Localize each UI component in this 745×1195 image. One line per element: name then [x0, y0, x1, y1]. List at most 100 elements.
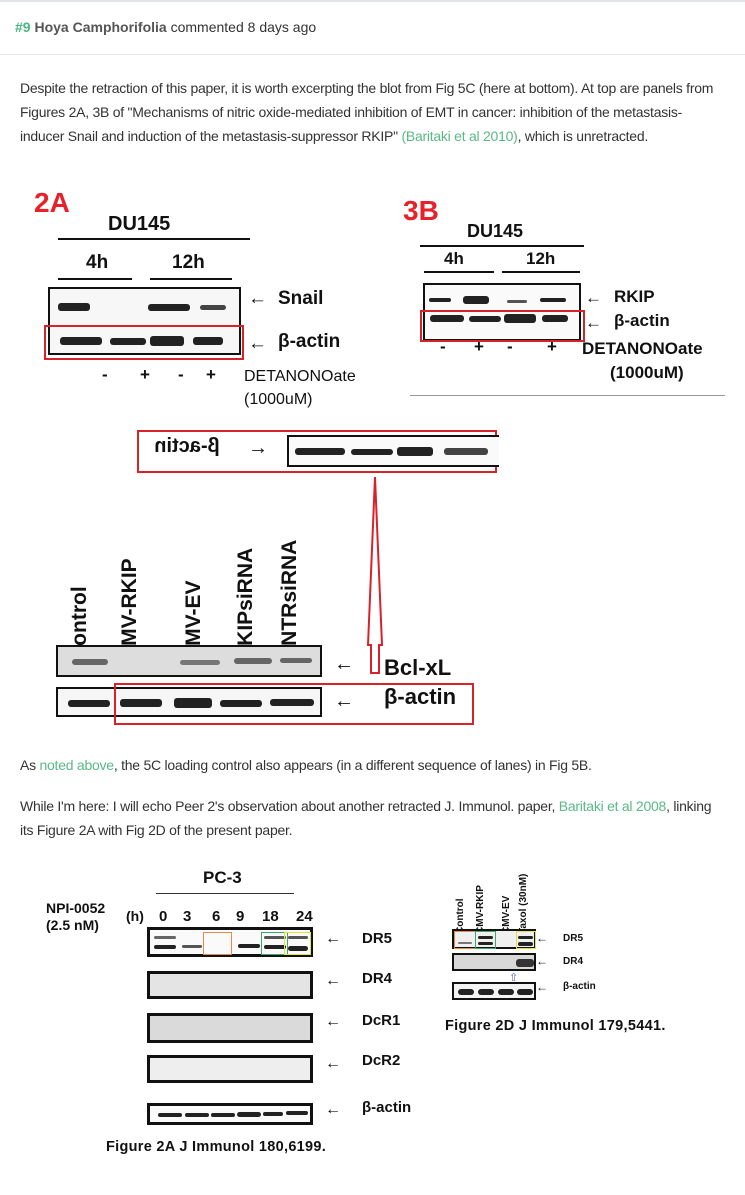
arrow-left-icon: ← [248, 288, 267, 309]
sign: + [140, 365, 150, 384]
panel-2a-time-4h: 4h [86, 252, 109, 273]
dcr2-blot [147, 1055, 313, 1083]
divider [156, 893, 294, 894]
panel-2a-cell-line: DU145 [108, 213, 171, 235]
panel-2a-label: 2A [34, 187, 70, 218]
comment-paragraph-2: As noted above, the 5C loading control a… [20, 753, 720, 777]
sign: - [102, 365, 108, 384]
panel-3b-blot [423, 283, 581, 341]
panel-2a-time-12h: 12h [172, 252, 205, 273]
panel-3b-row-rkip: RKIP [614, 287, 655, 306]
text: Despite the retraction of this paper, it… [20, 80, 714, 144]
comment-time[interactable]: 8 days ago [247, 19, 317, 35]
dcr1-blot [147, 1013, 313, 1043]
dr4-blot [147, 971, 313, 999]
noted-above-link[interactable]: noted above [39, 757, 114, 773]
panel-3b-time-4h: 4h [444, 249, 464, 268]
text: While I'm here: I will echo Peer 2's obs… [20, 798, 559, 814]
arrow-left-icon: ← [325, 1013, 341, 1030]
drug-label: NPI-0052 [46, 900, 106, 916]
dr5-blot [147, 927, 313, 957]
arrow-left-icon: ← [325, 1101, 341, 1118]
caption-fig-2a: Figure 2A J Immunol 180,6199. [106, 1139, 327, 1155]
arrow-left-icon: ← [536, 954, 548, 968]
panel-2a-row-actin: β-actin [278, 331, 341, 352]
panel-3b-cell-line: DU145 [467, 221, 524, 241]
actin-5c-blot [56, 687, 322, 717]
up-arrow-icon [366, 476, 384, 674]
time-3: 3 [183, 908, 192, 925]
actin-blot-right [452, 982, 536, 1000]
divider [58, 278, 132, 280]
panel-3b-treatment: DETANONOate [582, 339, 703, 358]
dose-label: (2.5 nM) [46, 917, 99, 933]
comparison-figure-1: 2A DU145 4h 12h ← Snail ← β-actin - + - … [20, 185, 730, 740]
panel-2a-row-snail: Snail [278, 288, 324, 309]
highlight-box [420, 310, 585, 342]
panel-3b-time-12h: 12h [526, 249, 556, 268]
arrow-left-icon: ← [585, 288, 602, 307]
row-actin-left: β-actin [362, 1099, 412, 1116]
divider [150, 278, 232, 280]
sign: + [206, 365, 216, 384]
caption-fig-2d: Figure 2D J Immunol 179,5441. [445, 1018, 666, 1034]
sign: - [507, 337, 513, 356]
row-dr5: DR5 [362, 930, 393, 947]
lane-label-taxol: Taxol (30nM) [518, 873, 529, 934]
divider [502, 271, 580, 273]
comment-paragraph-3: While I'm here: I will echo Peer 2's obs… [20, 794, 720, 842]
sign: + [547, 337, 557, 356]
comment-author-link[interactable]: Hoya Camphorifolia [34, 19, 167, 35]
divider [58, 238, 250, 240]
arrow-left-icon: ← [325, 972, 341, 989]
sign: - [440, 337, 446, 356]
row-actin-right: β-actin [563, 981, 596, 992]
baritaki-2008-link[interactable]: Baritaki et al 2008 [558, 798, 667, 814]
arrow-left-icon: ← [334, 653, 354, 675]
lane-label-cntrsirna: CNTRsiRNA [278, 539, 301, 661]
time-unit: (h) [126, 908, 144, 924]
row-dcr2: DcR2 [362, 1052, 401, 1069]
time-9: 9 [236, 908, 245, 925]
time-0: 0 [159, 908, 168, 925]
bclxl-row-label: Bcl-xL [384, 655, 452, 680]
text: , the 5C loading control also appears (i… [113, 757, 592, 773]
comment-header: #9 Hoya Camphorifolia commented 8 days a… [0, 2, 745, 55]
mirrored-actin-blot [287, 435, 499, 467]
baritaki-2010-link[interactable]: (Baritaki et al 2010) [401, 128, 518, 144]
panel-2a-treatment: DETANONOate [244, 368, 356, 385]
comparison-figure-2: PC-3 NPI-0052 (2.5 nM) (h) 0 3 6 9 18 24… [0, 855, 745, 1185]
divider [420, 245, 584, 247]
panel-3b-row-actin: β-actin [614, 311, 670, 330]
up-arrow-icon: ⇧ [509, 972, 519, 984]
panel-2a-dose: (1000uM) [244, 391, 313, 408]
time-18: 18 [262, 908, 279, 925]
dr4-blot-right [452, 953, 536, 971]
arrow-left-icon: ← [325, 1055, 341, 1072]
panel-2a-blot [48, 287, 241, 355]
highlight-box [44, 325, 244, 360]
sign: - [178, 365, 184, 384]
row-dcr1: DcR1 [362, 1012, 401, 1029]
lane-label-cmv-rkip: CMV-RKIP [475, 885, 486, 934]
arrow-left-icon: ← [536, 931, 548, 945]
mirrored-actin-label: β-actin [154, 435, 220, 457]
time-24: 24 [296, 908, 313, 925]
comment-action: commented [170, 19, 244, 35]
row-dr4-right: DR4 [563, 956, 584, 967]
actin-blot-left [147, 1103, 313, 1125]
text: , linking its Figure 2A with Fig 2D of t… [20, 798, 712, 838]
divider [424, 271, 494, 273]
arrow-left-icon: ← [585, 313, 602, 332]
top-border [0, 0, 745, 2]
text: As [20, 757, 40, 773]
comment-paragraph-1: Despite the retraction of this paper, it… [20, 76, 720, 148]
arrow-left-icon: ← [334, 690, 354, 712]
row-dr5-right: DR5 [563, 933, 584, 944]
row-dr4: DR4 [362, 970, 393, 987]
arrow-left-icon: ← [248, 333, 267, 354]
panel-3b-label: 3B [403, 195, 439, 226]
comment-number-link[interactable]: #9 [15, 19, 31, 35]
dr5-blot-right [452, 929, 536, 949]
sign: + [474, 337, 484, 356]
